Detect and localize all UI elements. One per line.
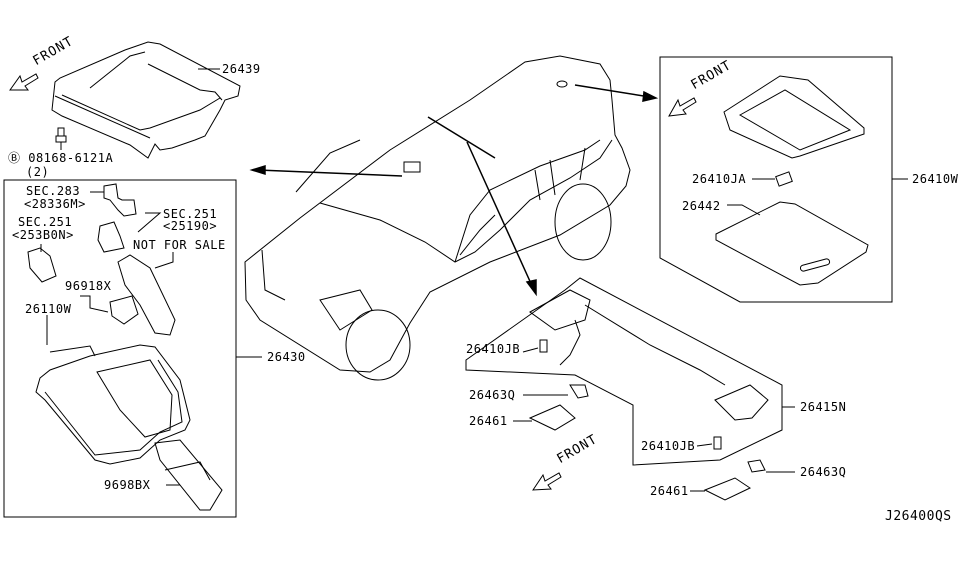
part-label-26430[interactable]: 26430: [267, 350, 306, 364]
part-label-9698bx[interactable]: 9698BX: [104, 478, 151, 492]
bolt-drawing: [55, 127, 67, 150]
part-label-26415n[interactable]: 26415N: [800, 400, 847, 414]
part-label-sec251b-sub: <25190>: [163, 219, 218, 233]
part-label-26461-right[interactable]: 26461: [650, 484, 689, 498]
part-label-26410jb-upper[interactable]: 26410JB: [466, 342, 521, 356]
part-label-26110w[interactable]: 26110W: [25, 302, 72, 316]
part-label-26410ja[interactable]: 26410JA: [692, 172, 747, 186]
assembly-26415n-frame: [465, 277, 783, 466]
part-label-26442[interactable]: 26442: [682, 199, 721, 213]
part-label-26461-left[interactable]: 26461: [469, 414, 508, 428]
headliner-bracket-drawing: [51, 41, 241, 159]
part-label-sec283[interactable]: SEC.283: [26, 184, 81, 198]
part-label-26410jb-lower[interactable]: 26410JB: [641, 439, 696, 453]
part-label-26463q-right[interactable]: 26463Q: [800, 465, 847, 479]
front-direction-arrows: [9, 73, 697, 491]
part-label-sec251a-sub: <253B0N>: [12, 228, 74, 242]
personal-lamp-drawing: [513, 289, 795, 501]
diagram-code: J26400QS: [885, 509, 952, 524]
part-label-sec283-sub: <28336M>: [24, 197, 86, 211]
part-label-26439[interactable]: 26439: [222, 62, 261, 76]
assembly-26430-frame: [3, 179, 237, 518]
part-label-26463q-left[interactable]: 26463Q: [469, 388, 516, 402]
overhead-console-drawing: [35, 344, 223, 511]
part-label-not-for-sale: NOT FOR SALE: [133, 238, 226, 252]
map-lamp-drawing: [715, 75, 869, 286]
vehicle-outline-drawing: [244, 55, 631, 381]
part-label-bolt[interactable]: Ⓑ 08168-6121A: [8, 151, 114, 165]
assembly-26410w-frame: [659, 56, 893, 303]
part-label-26410w[interactable]: 26410W: [912, 172, 959, 186]
part-label-96918x[interactable]: 96918X: [65, 279, 112, 293]
part-label-bolt-qty: (2): [26, 165, 50, 179]
part-label-sec251a[interactable]: SEC.251: [18, 215, 73, 229]
part-label-sec251b[interactable]: SEC.251: [163, 207, 218, 221]
switch-bracket-drawings: [27, 183, 176, 345]
callout-arrows: [249, 84, 659, 297]
